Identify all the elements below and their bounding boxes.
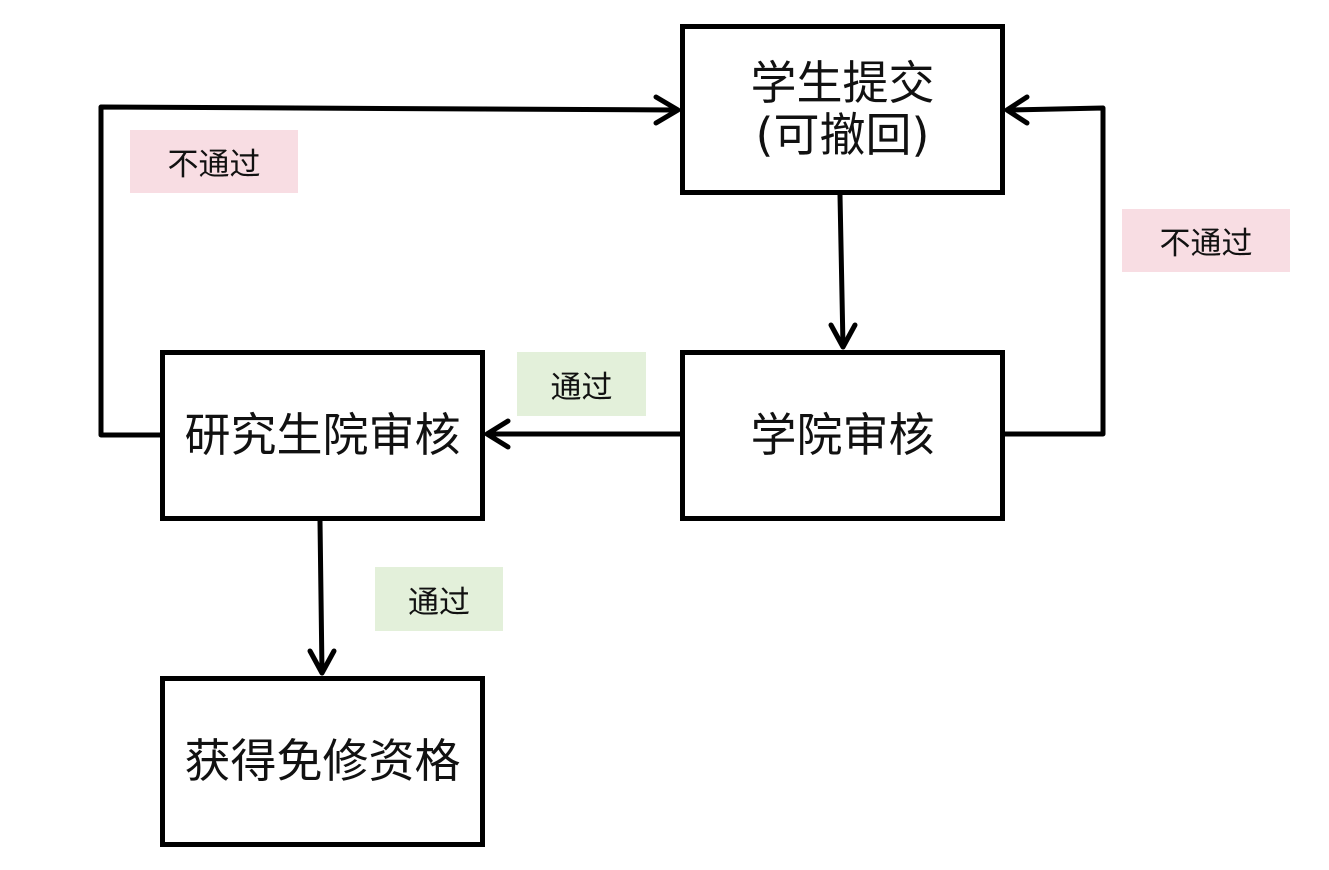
tag-pass-college-to-graduate-text: 通过 <box>550 369 613 406</box>
tag-fail-left-text: 不通过 <box>167 147 261 183</box>
arrowhead-into-exemption <box>307 648 337 676</box>
edge-college-to-submit <box>1002 105 1106 437</box>
tag-fail-right: 不通过 <box>1122 209 1290 272</box>
tag-pass-college-to-graduate: 通过 <box>517 352 646 416</box>
tag-pass-graduate-to-exemption-text: 通过 <box>408 584 470 621</box>
node-graduate-review: 研究生院审核 <box>160 350 485 521</box>
node-exemption-label: 获得免修资格 <box>184 733 461 788</box>
edge-graduate-to-exemption <box>317 518 325 675</box>
tag-fail-left: 不通过 <box>130 130 298 193</box>
arrowhead-into-graduate <box>484 418 511 450</box>
edge-graduate-to-submit <box>98 104 679 438</box>
node-student-submit-note: (可撤回) <box>755 107 930 162</box>
node-student-submit-title: 学生提交 <box>750 55 935 110</box>
arrowhead-into-submit-left <box>653 94 681 126</box>
node-college-review-label: 学院审核 <box>750 407 935 462</box>
node-graduate-review-label: 研究生院审核 <box>184 407 461 462</box>
node-college-review: 学院审核 <box>680 350 1005 521</box>
arrowhead-into-submit-right <box>1004 94 1030 126</box>
arrowhead-into-college <box>828 322 858 350</box>
node-exemption: 获得免修资格 <box>160 676 485 847</box>
edge-submit-to-college <box>837 192 846 349</box>
tag-pass-graduate-to-exemption: 通过 <box>375 567 503 631</box>
node-student-submit: 学生提交 (可撤回) <box>680 24 1005 195</box>
tag-fail-right-text: 不通过 <box>1159 226 1253 262</box>
